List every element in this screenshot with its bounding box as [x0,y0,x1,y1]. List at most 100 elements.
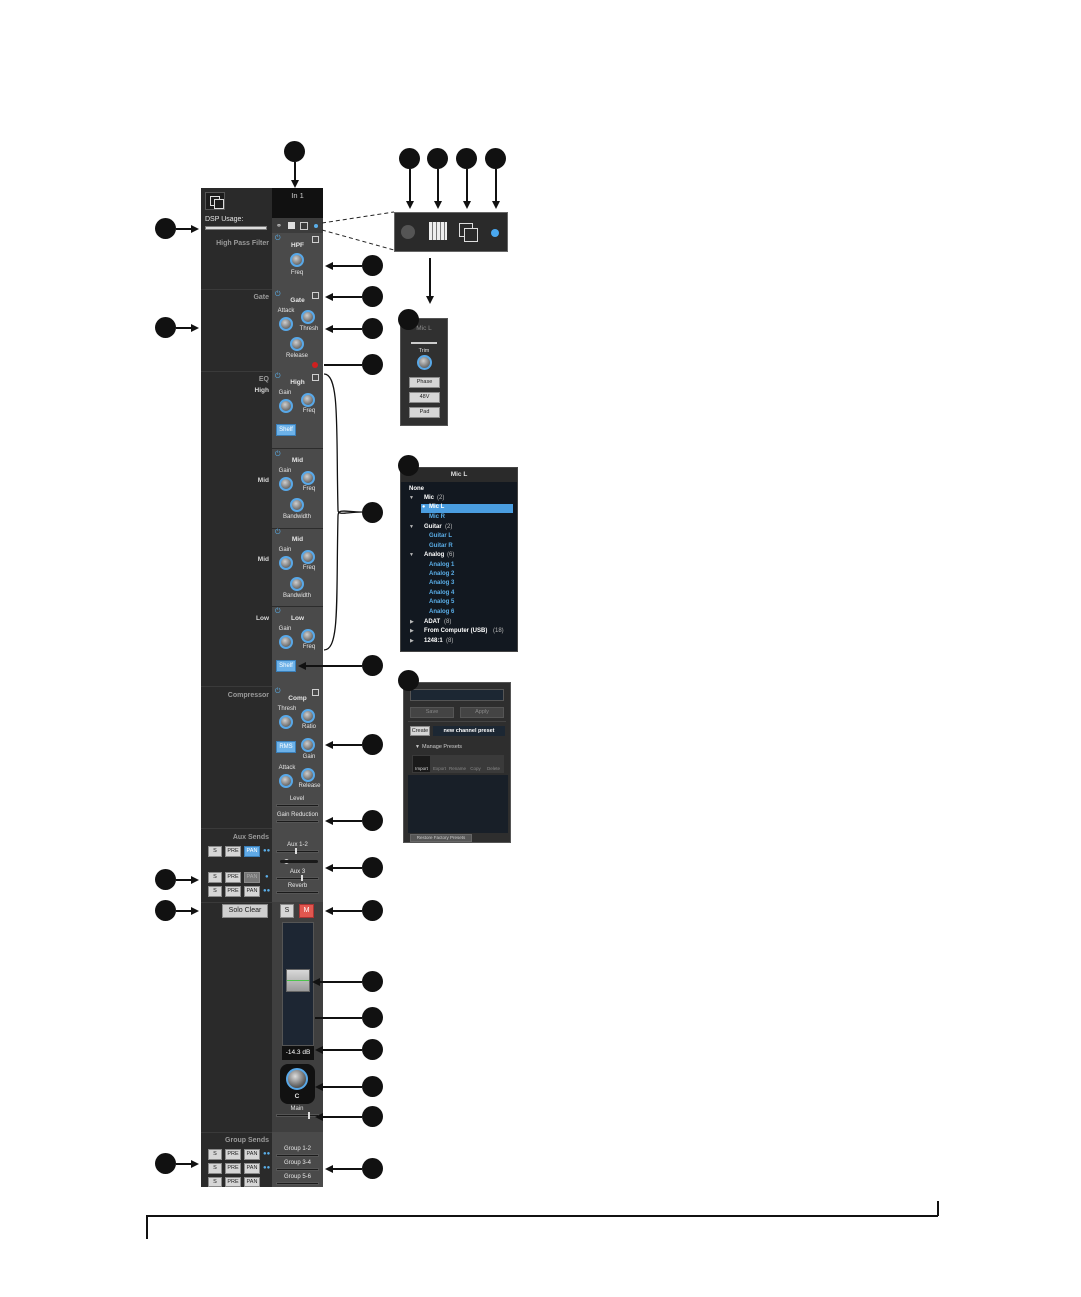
mute-button[interactable]: M [299,904,314,918]
gate-release-knob[interactable] [290,337,304,351]
aux1-pre-button[interactable]: PRE [225,846,241,857]
preset-icon[interactable] [205,192,225,210]
rename-tool[interactable]: Rename [449,766,467,771]
route-group-mic[interactable]: Mic [424,495,435,501]
eq-copy-icon[interactable] [312,374,319,381]
aux2-pan-button[interactable]: PAN [244,872,260,883]
eq-mid2-freq-knob[interactable] [301,550,315,564]
aux2-fader-handle[interactable] [301,875,303,881]
preset-name-input[interactable] [410,689,504,701]
group3-fader[interactable] [276,1182,319,1185]
eq-high-power-icon[interactable]: ⏻ [275,373,281,380]
eq-low-freq-knob[interactable] [301,629,315,643]
eq-low-shelf-button[interactable]: Shelf [276,660,296,672]
restore-factory-presets-button[interactable]: Restore Factory Presets [410,834,472,842]
eq-high-freq-knob[interactable] [301,393,315,407]
group1-fader[interactable] [276,1154,319,1157]
trim-knob[interactable] [417,355,432,370]
comp-ratio-knob[interactable] [301,709,315,723]
comp-thresh-knob[interactable] [279,715,293,729]
route-item-analog[interactable]: Analog 2 [429,571,455,577]
route-item-mic-l[interactable]: Mic L [429,504,445,510]
eq-mid1-bw-knob[interactable] [290,498,304,512]
main-fader-handle[interactable] [308,1112,310,1119]
group1-pre-button[interactable]: PRE [225,1149,241,1160]
group2-pre-button[interactable]: PRE [225,1163,241,1174]
aux1-fader[interactable] [276,850,319,853]
preset-list[interactable] [408,775,508,833]
route-item-mic-r[interactable]: Mic R [429,514,446,520]
group3-pre-button[interactable]: PRE [225,1177,241,1187]
manage-arrow-icon[interactable]: ▼ [415,744,420,750]
aux2-pre-button[interactable]: PRE [225,872,241,883]
aux3-pre-button[interactable]: PRE [225,886,241,897]
group2-fader[interactable] [276,1168,319,1171]
aux1-pan-slider[interactable] [280,860,318,863]
phase-button[interactable]: Phase [409,377,440,388]
aux2-solo-button[interactable]: S [208,872,222,883]
route-zoom-icon[interactable] [401,225,415,239]
eq-high-shelf-button[interactable]: Shelf [276,424,296,436]
route-item-analog[interactable]: Analog 6 [429,609,455,615]
preset-save-button[interactable]: Save [410,707,454,718]
group1-solo-button[interactable]: S [208,1149,222,1160]
pad-button[interactable]: Pad [409,407,440,418]
route-item-guitar-l[interactable]: Guitar L [429,533,453,539]
hpf-freq-knob[interactable] [290,253,304,267]
preset-create-button[interactable]: Create [410,726,430,736]
group3-pan-button[interactable]: PAN [244,1177,260,1187]
link-indicator-icon[interactable] [314,224,318,228]
group3-solo-button[interactable]: S [208,1177,222,1187]
expand-arrow-icon[interactable]: ▼ [409,495,414,501]
new-preset-name-field[interactable]: new channel preset [433,726,505,736]
aux3-solo-button[interactable]: S [208,886,222,897]
aux1-pan-button[interactable]: PAN [244,846,260,857]
eq-mid2-power-icon[interactable]: ⏻ [275,529,281,536]
expand-arrow-icon[interactable]: ▼ [409,552,414,558]
group2-pan-button[interactable]: PAN [244,1163,260,1174]
comp-power-icon[interactable]: ⏻ [275,688,281,695]
expand-arrow-icon[interactable]: ▼ [409,524,414,530]
phantom-48v-button[interactable]: 48V [409,392,440,403]
channel-name[interactable]: In 1 [291,191,304,200]
gate-attack-knob[interactable] [279,317,293,331]
route-item-analog[interactable]: Analog 1 [429,562,455,568]
aux3-pan-button[interactable]: PAN [244,886,260,897]
route-item-guitar-r[interactable]: Guitar R [429,543,453,549]
aux1-solo-button[interactable]: S [208,846,222,857]
aux1-fader-handle[interactable] [295,848,297,854]
group2-solo-button[interactable]: S [208,1163,222,1174]
hpf-power-icon[interactable]: ⏻ [275,235,281,242]
route-group-guitar[interactable]: Guitar [424,524,442,530]
solo-button[interactable]: S [280,904,294,918]
route-item-analog[interactable]: Analog 4 [429,590,455,596]
eq-mid1-power-icon[interactable]: ⏻ [275,451,281,458]
route-none[interactable]: None [409,486,424,492]
manage-presets-toggle[interactable]: Manage Presets [422,744,463,750]
eq-mid1-gain-knob[interactable] [279,477,293,491]
route-item-analog[interactable]: Analog 5 [429,599,455,605]
eq-high-gain-knob[interactable] [279,399,293,413]
gate-copy-icon[interactable] [312,292,319,299]
route-icon[interactable]: ⚭ [276,223,282,230]
delete-tool[interactable]: Delete [486,766,500,771]
route-group-1248[interactable]: 1248:1 [424,638,443,644]
route-group-adat[interactable]: ADAT [424,619,441,625]
eq-mid2-bw-knob[interactable] [290,577,304,591]
export-tool[interactable]: Export [432,766,446,771]
collapsed-arrow-icon[interactable]: ▶ [410,638,414,644]
copy-tool[interactable]: Copy [470,766,481,771]
comp-copy-icon[interactable] [312,689,319,696]
gate-thresh-knob[interactable] [301,310,315,324]
solo-clear-button[interactable]: Solo Clear [222,904,268,918]
comp-attack-knob[interactable] [279,774,293,788]
input-grid-icon[interactable] [288,222,295,229]
fader-cap[interactable] [286,969,310,992]
pan-knob[interactable] [286,1068,308,1090]
collapsed-arrow-icon[interactable]: ▶ [410,619,414,625]
eq-low-gain-knob[interactable] [279,635,293,649]
channel-copy-icon[interactable] [300,222,308,230]
comp-release-knob[interactable] [301,768,315,782]
eq-mid2-gain-knob[interactable] [279,556,293,570]
main-send-fader[interactable] [276,1114,319,1117]
